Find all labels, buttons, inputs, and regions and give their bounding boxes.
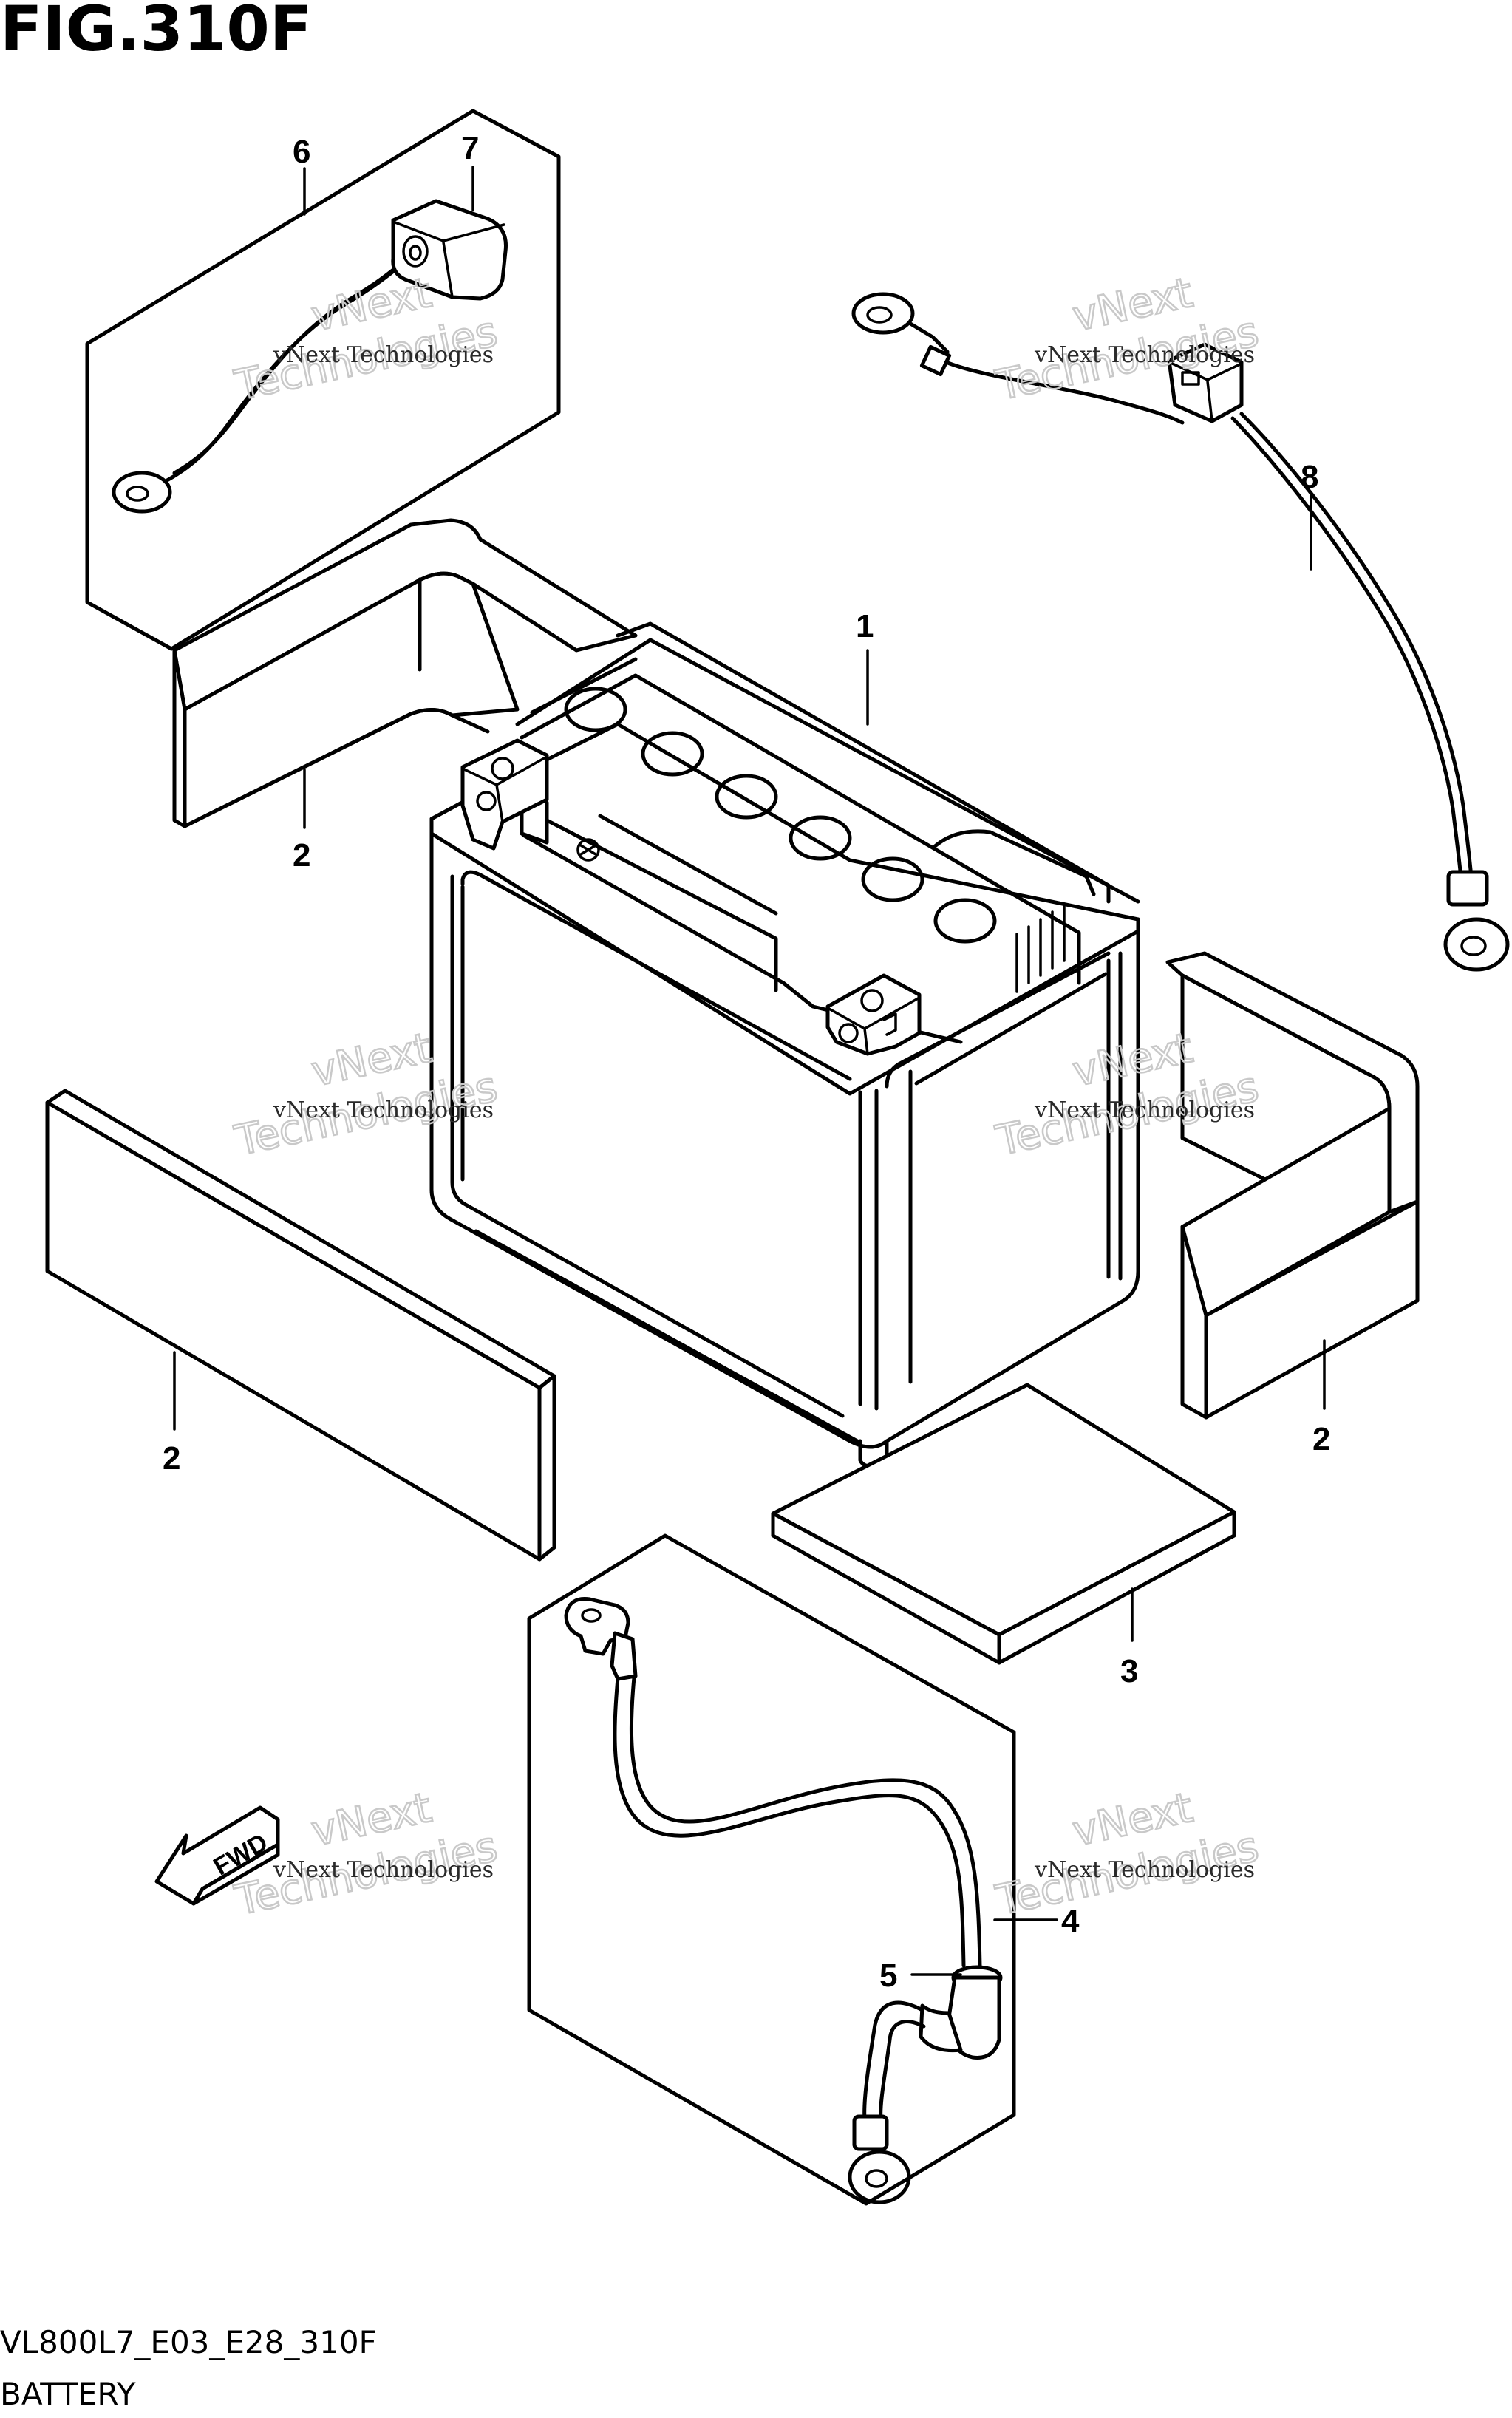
lead-wire-panel xyxy=(85,109,561,651)
callout-7: 7 xyxy=(461,130,479,166)
svg-text:vNext Technologies: vNext Technologies xyxy=(273,1857,494,1883)
battery-pad-upper-left xyxy=(172,518,638,829)
terminal-cap xyxy=(391,199,508,301)
vent-grille xyxy=(1015,903,1066,993)
svg-text:vNext Technologies: vNext Technologies xyxy=(1034,1097,1255,1123)
figure-code: VL800L7_E03_E28_310F xyxy=(0,2324,377,2360)
callout-5: 5 xyxy=(879,1958,897,1994)
figure-name: BATTERY xyxy=(0,2376,136,2412)
battery-base-plate xyxy=(771,1383,1236,1665)
figure-title: FIG.310F xyxy=(0,0,312,65)
callout-1: 1 xyxy=(856,608,874,644)
forward-direction-arrow: FWD xyxy=(154,1805,280,1906)
callout-8: 8 xyxy=(1301,459,1318,495)
svg-text:vNext Technologies: vNext Technologies xyxy=(273,342,494,368)
starter-lead-wire-panel xyxy=(527,1533,1058,2206)
watermark-bottom-right: vNext Technologies vNext Technologies xyxy=(991,1783,1264,1927)
callout-2b: 2 xyxy=(163,1440,180,1477)
negative-terminal xyxy=(460,738,549,851)
callout-2c: 2 xyxy=(1312,1421,1330,1457)
upper-terminal xyxy=(564,1596,638,1681)
callout-4: 4 xyxy=(1061,1903,1080,1939)
wire-coupler xyxy=(1167,342,1244,423)
svg-text:vNext Technologies: vNext Technologies xyxy=(273,1097,494,1123)
terminal-boot xyxy=(862,1965,1003,2122)
svg-text:vNext Technologies: vNext Technologies xyxy=(1034,342,1255,368)
svg-text:vNext Technologies: vNext Technologies xyxy=(1034,1857,1255,1883)
battery xyxy=(429,621,1140,1468)
battery-pad-right xyxy=(1165,951,1420,1420)
callout-3: 3 xyxy=(1120,1653,1138,1689)
battery-pad-lower-left xyxy=(45,1089,556,1562)
positive-terminal xyxy=(825,973,922,1056)
battery-lead-wire xyxy=(851,292,1510,972)
callout-2a: 2 xyxy=(293,837,310,873)
callout-6: 6 xyxy=(293,134,310,170)
